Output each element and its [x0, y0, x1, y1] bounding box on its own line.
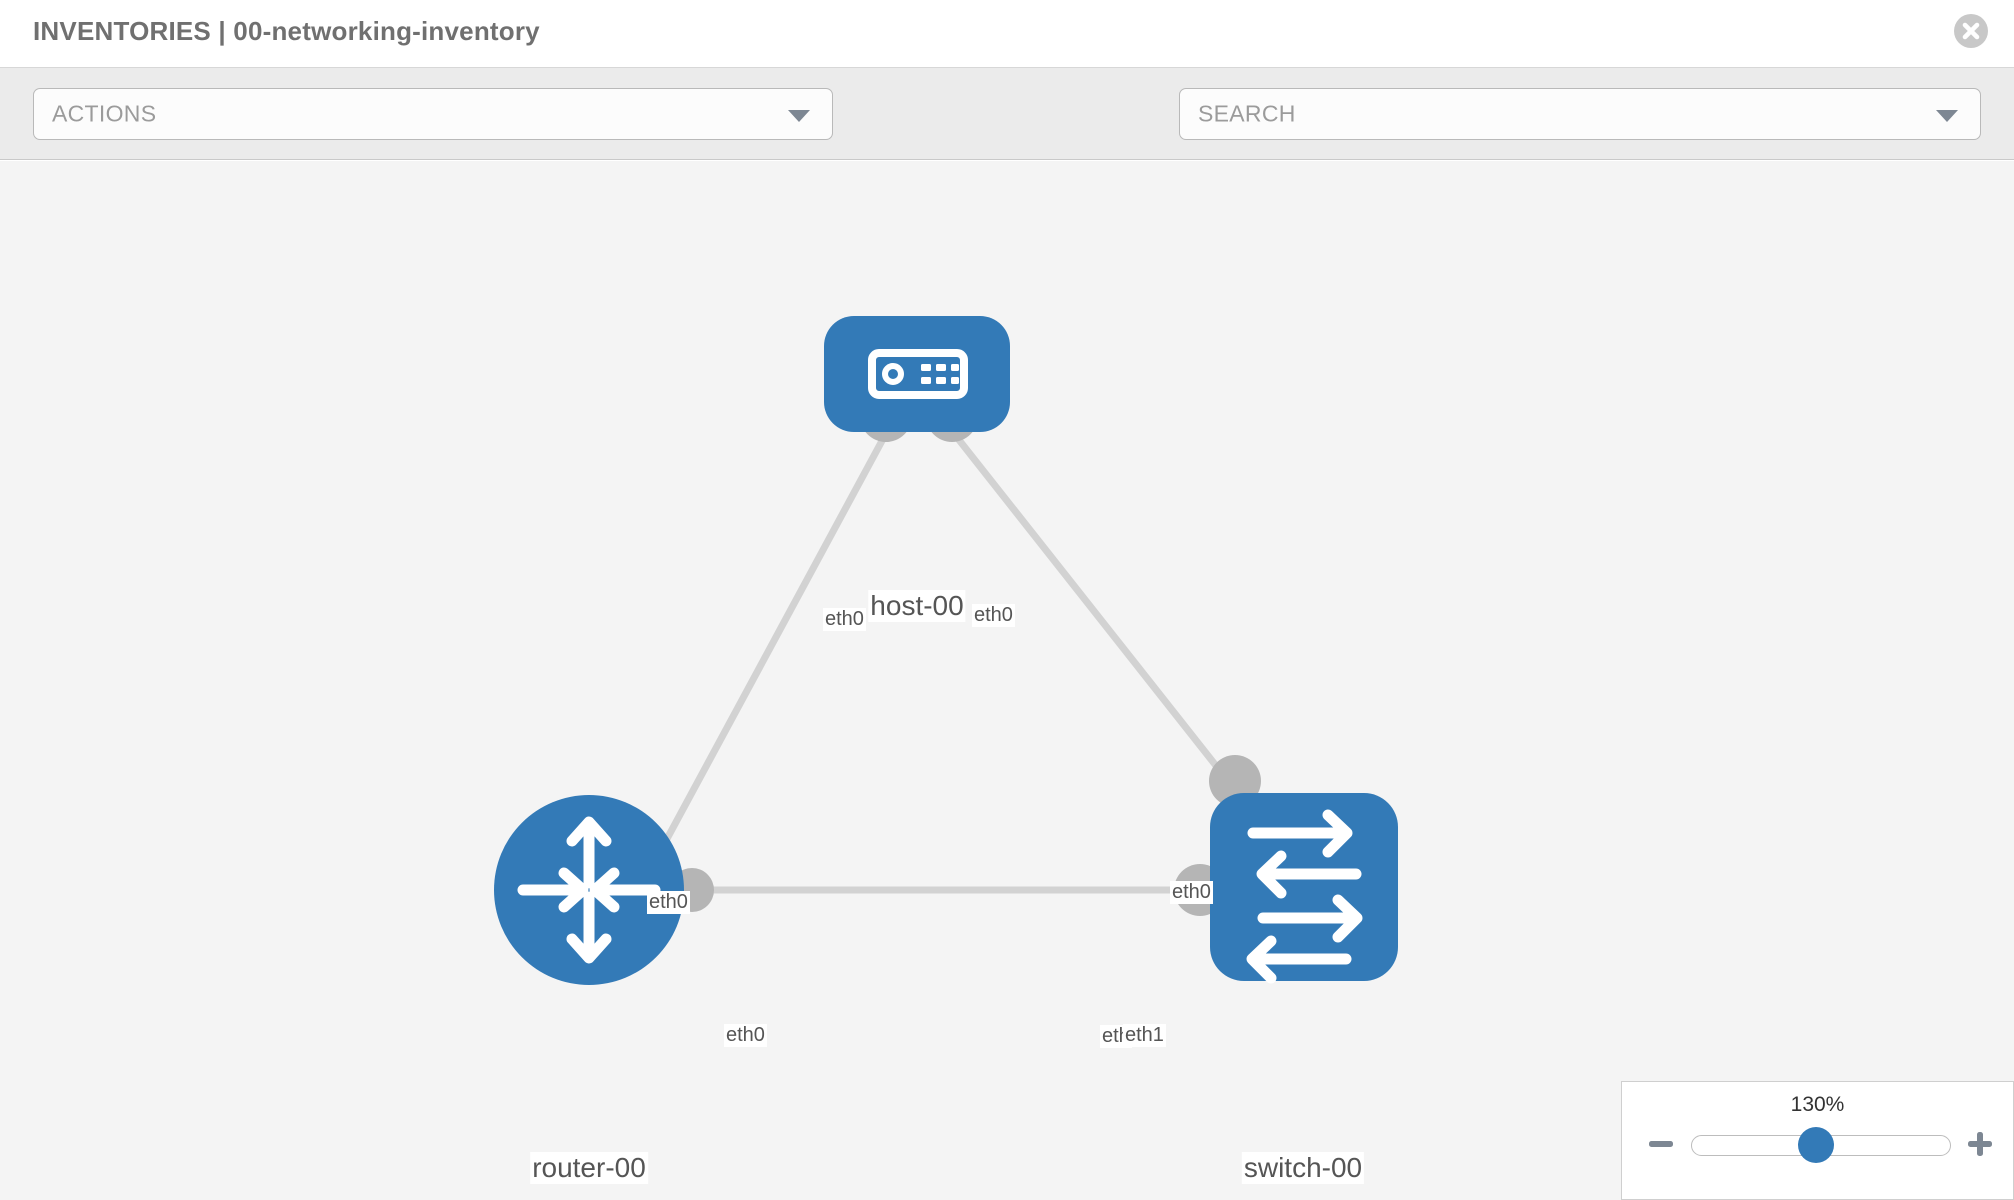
iface-label-router-up: eth0 — [647, 891, 690, 914]
node-label-host-00: host-00 — [868, 590, 966, 622]
plus-icon[interactable] — [1965, 1129, 1995, 1159]
close-circle-icon[interactable] — [1953, 13, 1989, 49]
server-icon — [868, 349, 968, 399]
iface-label-router-right: eth0 — [724, 1024, 767, 1047]
actions-label: ACTIONS — [52, 100, 157, 127]
toolbar: ACTIONS SEARCH — [0, 68, 2014, 198]
node-host-00[interactable] — [824, 316, 1010, 432]
topology-canvas[interactable]: host-00 router-00 switch-00 eth0 eth0 et… — [0, 161, 2014, 1200]
search-input[interactable]: SEARCH — [1179, 88, 1981, 140]
switch-arrows-icon — [1246, 809, 1363, 984]
page-header: INVENTORIES | 00-networking-inventory — [0, 0, 2014, 68]
iface-label-host-right: eth0 — [972, 604, 1015, 627]
page-title: INVENTORIES | 00-networking-inventory — [33, 16, 540, 46]
link-host-switch — [945, 423, 1235, 789]
iface-label-switch-left: eth1 — [1123, 1024, 1166, 1047]
zoom-control-panel: 130% — [1621, 1081, 2014, 1200]
iface-label-host-left: eth0 — [823, 608, 866, 631]
zoom-level-value: 130% — [1790, 1093, 1845, 1116]
link-host-router — [651, 424, 894, 863]
search-placeholder: SEARCH — [1198, 100, 1296, 127]
node-router-00[interactable] — [494, 795, 684, 985]
node-switch-00[interactable] — [1210, 793, 1398, 984]
zoom-slider-thumb[interactable] — [1798, 1127, 1834, 1163]
node-label-switch-00: switch-00 — [1241, 1152, 1365, 1184]
node-label-router-00: router-00 — [530, 1152, 648, 1184]
chevron-down-icon — [1936, 110, 1958, 122]
iface-label-switch-up: eth0 — [1170, 881, 1213, 904]
router-arrows-icon — [517, 816, 661, 964]
topology-graph — [494, 316, 1398, 985]
actions-dropdown[interactable]: ACTIONS — [33, 88, 833, 140]
minus-icon[interactable] — [1646, 1129, 1676, 1159]
chevron-down-icon — [788, 110, 810, 122]
